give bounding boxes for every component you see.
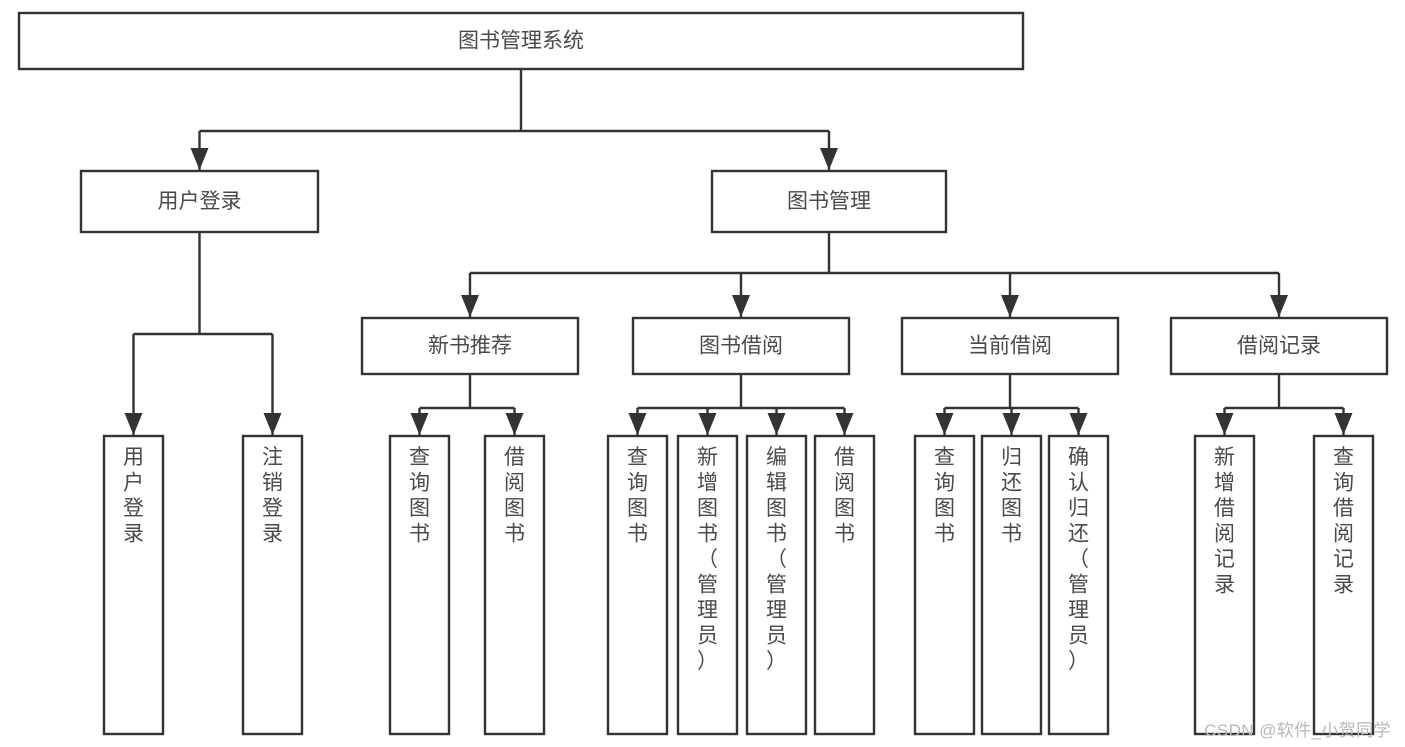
node-label: 查询借阅记录 [1333,446,1354,597]
node-box[interactable] [102,434,165,736]
arrow-head [410,413,429,435]
node-box[interactable] [710,169,948,234]
node-box[interactable] [360,316,580,376]
node-box[interactable] [813,434,876,736]
node-box[interactable] [900,316,1120,376]
node-book-manage[interactable]: 图书管理 [710,169,948,234]
node-label: 查询图书 [409,446,430,546]
arrow-head [767,413,786,435]
node-leaf-borrow-book-2[interactable]: 借阅图书 [813,434,876,736]
arrow-head [835,413,854,435]
node-label: 借阅记录 [1237,335,1321,358]
node-label: 确认归还（管理员） [1068,446,1089,673]
node-box[interactable] [241,434,304,736]
node-label: 当前借阅 [968,335,1052,358]
node-leaf-return-book[interactable]: 归还图书 [980,434,1043,736]
node-label: 注销登录 [262,446,283,546]
connectors-layer [124,69,1353,435]
node-box[interactable] [980,434,1043,736]
node-label: 用户登录 [158,190,242,213]
node-box[interactable] [1193,434,1256,736]
arrow-head [124,413,143,435]
nodes-layer: 图书管理系统用户登录图书管理新书推荐图书借阅当前借阅借阅记录用户登录注销登录查询… [17,11,1389,736]
node-box[interactable] [676,434,739,736]
arrow-head [698,413,717,435]
node-label: 新增借阅记录 [1214,446,1235,597]
node-leaf-borrow-book-1[interactable]: 借阅图书 [483,434,546,736]
node-borrow-record[interactable]: 借阅记录 [1169,316,1389,376]
node-box[interactable] [1312,434,1375,736]
node-leaf-add-borrow-record[interactable]: 新增借阅记录 [1193,434,1256,736]
arrow-head [628,413,647,435]
node-user-login[interactable]: 用户登录 [79,169,320,234]
node-leaf-query-book-2[interactable]: 查询图书 [606,434,669,736]
node-label: 图书借阅 [699,335,783,358]
node-box[interactable] [483,434,546,736]
node-leaf-user-login[interactable]: 用户登录 [102,434,165,736]
arrow-head [820,148,838,170]
node-leaf-query-borrow-record[interactable]: 查询借阅记录 [1312,434,1375,736]
node-label: 新书推荐 [428,335,512,358]
node-label: 用户登录 [123,446,144,546]
node-leaf-query-book-1[interactable]: 查询图书 [388,434,451,736]
node-box[interactable] [606,434,669,736]
node-box[interactable] [388,434,451,736]
node-label: 编辑图书（管理员） [766,446,787,673]
node-label: 借阅图书 [504,446,525,546]
arrow-head [263,413,282,435]
node-label: 查询图书 [627,446,648,546]
node-box[interactable] [745,434,808,736]
arrow-head [1270,295,1288,317]
arrow-head [190,148,209,170]
node-box[interactable] [1169,316,1389,376]
node-label: 图书管理系统 [458,30,584,53]
node-leaf-query-book-3[interactable]: 查询图书 [913,434,976,736]
node-label: 图书管理 [787,190,871,213]
node-book-borrow[interactable]: 图书借阅 [631,316,851,376]
node-new-book-recommend[interactable]: 新书推荐 [360,316,580,376]
arrow-head [1215,413,1234,435]
node-box[interactable] [631,316,851,376]
node-box[interactable] [913,434,976,736]
node-box[interactable] [79,169,320,234]
node-label: 归还图书 [1001,446,1022,546]
arrow-head [935,413,954,435]
node-current-borrow[interactable]: 当前借阅 [900,316,1120,376]
node-label: 查询图书 [934,446,955,546]
node-leaf-edit-book-admin[interactable]: 编辑图书（管理员） [745,434,808,736]
arrow-head [732,295,750,317]
arrow-head [1002,413,1021,435]
node-label: 新增图书（管理员） [697,446,718,673]
arrow-head [461,295,479,317]
arrow-head [1334,413,1353,435]
arrow-head [505,413,524,435]
node-box[interactable] [1047,434,1110,736]
node-leaf-confirm-return-admin[interactable]: 确认归还（管理员） [1047,434,1110,736]
node-leaf-add-book-admin[interactable]: 新增图书（管理员） [676,434,739,736]
arrow-head [1069,413,1088,435]
node-root[interactable]: 图书管理系统 [17,11,1025,71]
node-leaf-user-logout[interactable]: 注销登录 [241,434,304,736]
arrow-head [1001,295,1019,317]
node-label: 借阅图书 [834,446,855,546]
node-box[interactable] [17,11,1025,71]
